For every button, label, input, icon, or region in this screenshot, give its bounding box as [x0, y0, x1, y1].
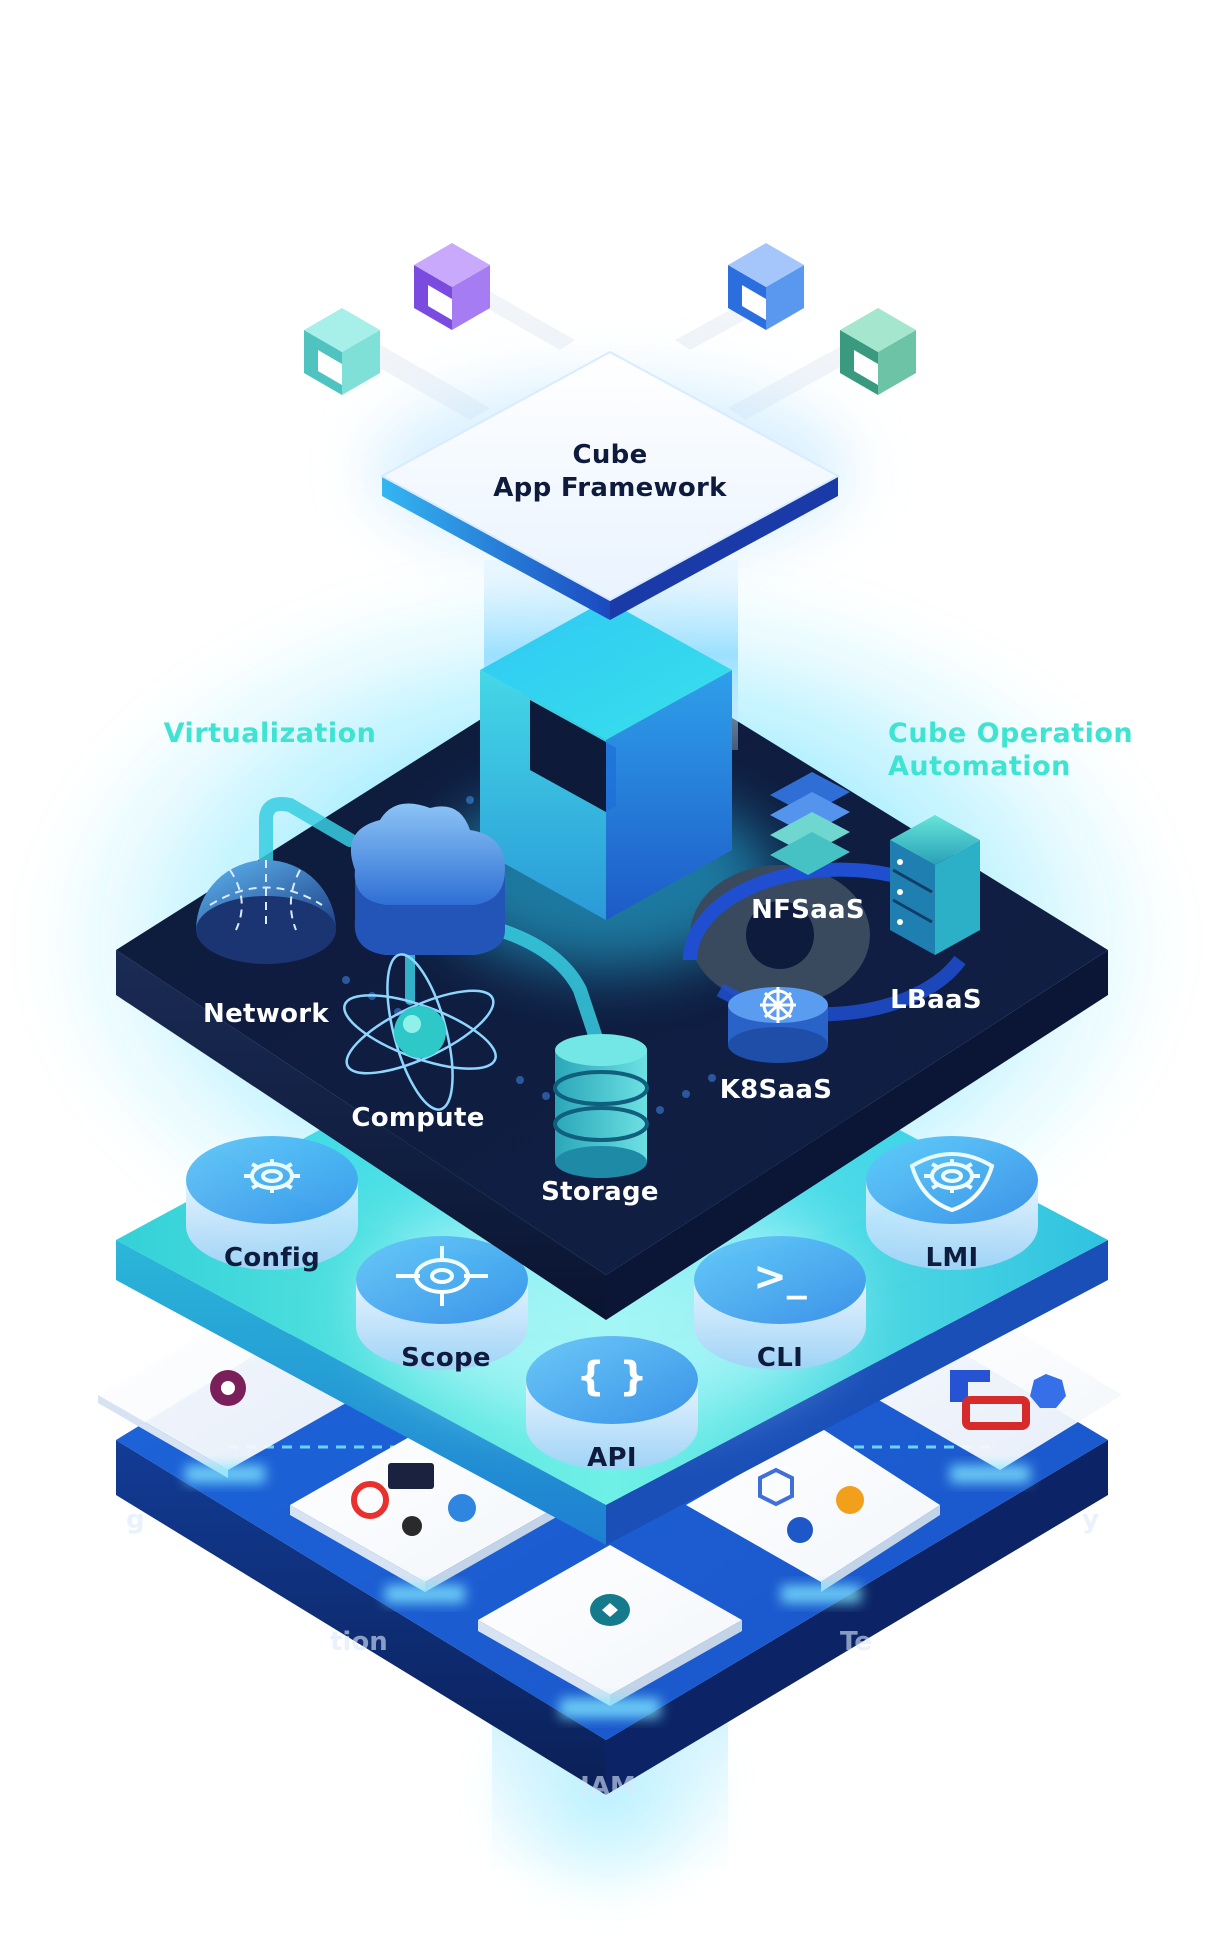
atom-icon: [343, 953, 497, 1111]
framework-title-line2: App Framework: [493, 473, 727, 503]
compute-label: Compute: [351, 1103, 484, 1133]
tile-bottom-center: [478, 1545, 742, 1718]
storage-pipe: [493, 923, 607, 1057]
cli-label: CLI: [757, 1343, 803, 1373]
runner-icon: [402, 1516, 422, 1536]
bottom-left-edge-label: g: [126, 1505, 145, 1535]
storage-label: Storage: [541, 1177, 659, 1207]
operation-label-line1: Cube Operation: [888, 718, 1133, 749]
kubernetes-wheel-icon: [728, 987, 828, 1063]
api-icon: { }: [577, 1354, 648, 1400]
framework-title-line1: Cube: [572, 440, 647, 470]
bottom-left-label: tion: [330, 1627, 388, 1657]
virtualization-label: Virtualization: [164, 718, 377, 749]
terminal-icon: [388, 1463, 434, 1489]
tile-left: [98, 1320, 360, 1483]
bottom-right-label: Te: [840, 1627, 872, 1657]
lbaas-label: LBaaS: [890, 985, 982, 1015]
gear-icon: [690, 865, 870, 1005]
bottom-right-edge-label: y: [1082, 1505, 1099, 1535]
docker-icon: [448, 1494, 476, 1522]
swirl-icon: [787, 1517, 813, 1543]
operation-label-line2: Automation: [888, 751, 1071, 782]
app-cube-green: [840, 308, 916, 395]
cube-outline-icon: [758, 1467, 794, 1507]
iam-label: IAM: [580, 1772, 636, 1802]
api-label: API: [587, 1443, 637, 1473]
globe-icon: [196, 860, 336, 964]
openshift-icon: [962, 1396, 1030, 1430]
app-cube-purple: [414, 243, 490, 330]
grafana-icon: [836, 1486, 864, 1514]
server-icon: [890, 815, 980, 955]
cloud-icon: [350, 803, 505, 955]
app-cube-teal: [304, 308, 380, 395]
rancher-icon: [950, 1370, 990, 1402]
network-pipe: [259, 797, 357, 887]
kubernetes-icon: [1030, 1374, 1066, 1408]
lmi-label: LMI: [925, 1243, 978, 1273]
network-label: Network: [203, 999, 329, 1029]
tile-right: [870, 1320, 1122, 1483]
config-label: Config: [224, 1243, 320, 1273]
scope-label: Scope: [401, 1343, 491, 1373]
app-cube-blue: [728, 243, 804, 330]
api-pill: { } API: [526, 1336, 698, 1473]
app-framework-layer: [340, 280, 880, 620]
tile-right-center: [686, 1428, 940, 1603]
nfsaas-label: NFSaaS: [751, 895, 865, 925]
k8saas-label: K8SaaS: [720, 1075, 833, 1105]
api-glyph: { }: [577, 1354, 648, 1400]
grafana-like-icon: [351, 1481, 389, 1519]
automation-ring: [682, 862, 913, 961]
database-icon: [553, 1034, 649, 1178]
layers-icon: [770, 772, 850, 875]
